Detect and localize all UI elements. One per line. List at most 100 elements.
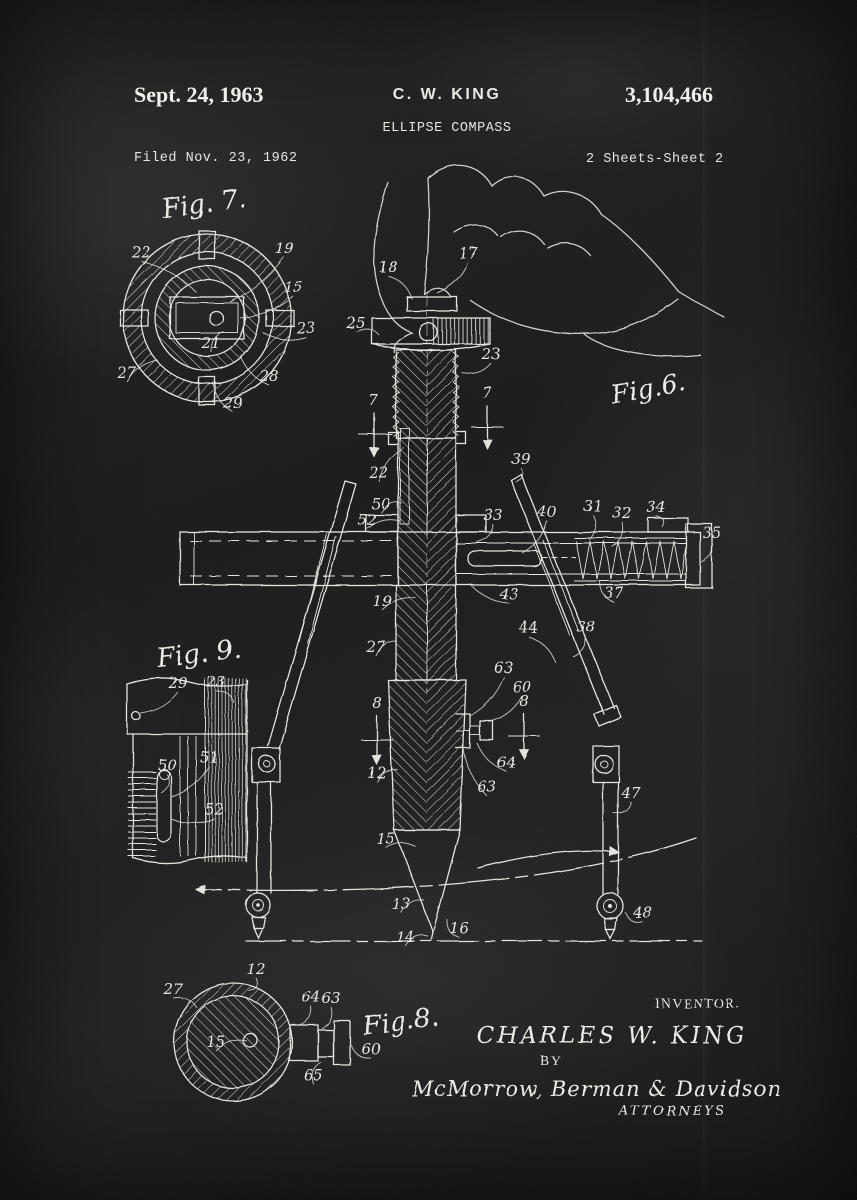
leader-line [527, 635, 557, 664]
part-number-60: 60 [361, 1040, 381, 1058]
part-number-15: 15 [206, 1033, 225, 1051]
leader-line [262, 332, 307, 341]
leader-line [488, 695, 523, 723]
part-number-23: 23 [205, 673, 225, 691]
part-number-7: 7 [482, 384, 492, 402]
part-number-50: 50 [371, 495, 391, 513]
shaft-lower [387, 531, 467, 942]
part-number-64: 64 [301, 988, 320, 1006]
leader-line [469, 676, 505, 717]
leader-line [700, 541, 713, 563]
part-number-8: 8 [519, 692, 529, 710]
leader-line [385, 842, 417, 849]
leader-line [355, 328, 380, 336]
part-number-12: 12 [367, 764, 386, 782]
leader-line [400, 899, 425, 914]
part-number-48: 48 [631, 903, 651, 921]
leader-line [624, 911, 643, 923]
figure-9 [126, 677, 248, 864]
part-number-64: 64 [496, 753, 515, 771]
part-number-19: 19 [274, 239, 294, 257]
leader-line [380, 501, 403, 514]
by-label: BY [540, 1053, 562, 1068]
patent-date: Sept. 24, 1963 [134, 82, 264, 107]
part-number-50: 50 [157, 756, 177, 774]
part-number-27: 27 [116, 364, 137, 382]
leader-line [612, 801, 632, 814]
part-number-23: 23 [480, 345, 500, 363]
leader-line [212, 381, 234, 413]
leader-line [469, 583, 510, 604]
leader-line [514, 467, 524, 483]
part-number-47: 47 [620, 784, 641, 802]
figure-6-main [179, 164, 725, 942]
spring [575, 540, 687, 580]
leader-line [248, 977, 258, 992]
attorneys-caption: ATTORNEYS [618, 1104, 727, 1119]
fig9-slot [156, 769, 172, 843]
part-number-13: 13 [391, 895, 410, 913]
left-leg-assembly [245, 480, 357, 940]
right-roller-wheel [596, 892, 624, 920]
part-number-31: 31 [583, 497, 602, 515]
leader-line [366, 519, 401, 530]
leader-line [599, 580, 615, 603]
leader-line [215, 1039, 248, 1052]
leader-line [611, 521, 624, 548]
fig9-comb-hatch [128, 771, 156, 857]
fig8-knurled-knob [333, 1020, 351, 1066]
part-number-33: 33 [483, 506, 502, 524]
part-number-22: 22 [368, 464, 388, 482]
part-number-32: 32 [612, 504, 631, 522]
patent-inventor-name: C. W. KING [393, 86, 502, 103]
part-number-43: 43 [498, 585, 518, 603]
fig7-screw [208, 310, 224, 326]
leader-line [215, 690, 235, 704]
patent-number: 3,104,466 [625, 82, 713, 107]
leader-line [229, 256, 285, 303]
part-number-21: 21 [200, 334, 220, 352]
part-number-23: 23 [295, 319, 315, 337]
part-number-18: 18 [378, 258, 397, 276]
knurled-end-cap [685, 523, 713, 589]
gib-strip [399, 427, 410, 525]
part-number-34: 34 [646, 498, 665, 516]
header: Sept. 24, 1963 C. W. KING 3,104,466 ELLI… [134, 82, 724, 167]
part-number-38: 38 [576, 618, 595, 636]
leader-line [321, 1006, 333, 1030]
part-number-17: 17 [458, 244, 478, 262]
attorneys-signature: McMorrow, Berman & Davidson [411, 1077, 782, 1101]
leader-line [378, 447, 405, 483]
part-number-19: 19 [372, 592, 392, 610]
leader-line [298, 1005, 312, 1026]
leader-line [140, 260, 197, 293]
patent-title: ELLIPSE COMPASS [382, 121, 511, 136]
signature-block: INVENTOR. CHARLES W. KING BY McMorrow, B… [411, 996, 782, 1119]
part-number-52: 52 [357, 511, 376, 529]
part-number-52: 52 [204, 800, 223, 818]
leader-line [572, 635, 587, 658]
part-number-25: 25 [345, 314, 365, 332]
hand-sketch [373, 164, 725, 357]
sheet-info: 2 Sheets-Sheet 2 [586, 152, 724, 167]
part-number-7: 7 [368, 391, 378, 409]
part-number-40: 40 [536, 503, 557, 521]
leader-line [160, 773, 170, 794]
dimension-arrows [358, 405, 540, 766]
leader-line [375, 640, 398, 657]
leader-line [210, 331, 225, 353]
baseline-and-arcs [194, 837, 703, 942]
leader-line [170, 817, 215, 824]
leader-line [239, 354, 270, 386]
part-number-35: 35 [702, 524, 721, 542]
part-number-15: 15 [283, 278, 302, 296]
leader-line [655, 515, 665, 528]
part-number-22: 22 [130, 243, 150, 261]
leader-line [350, 1044, 372, 1059]
leader-line [404, 934, 429, 947]
leader-line [239, 295, 294, 319]
threaded-spindle [392, 349, 460, 439]
